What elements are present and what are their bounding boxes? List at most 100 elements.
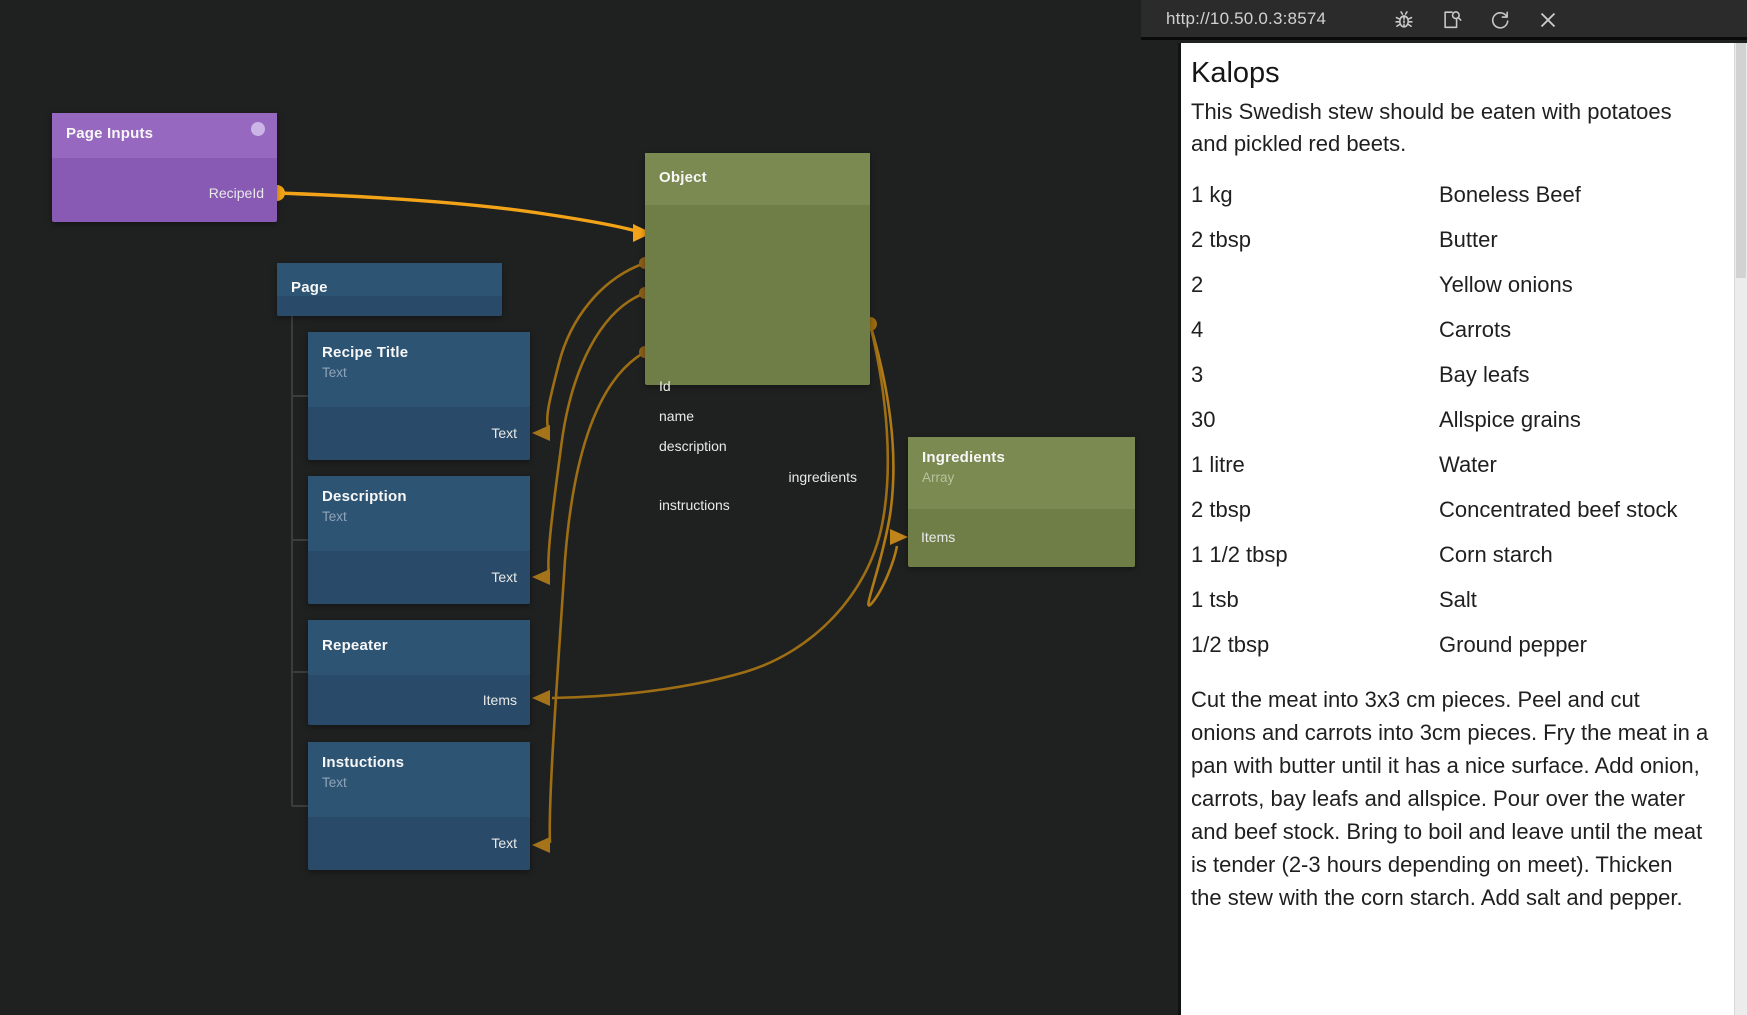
wire-name-to-recipetitle[interactable]: [545, 261, 646, 432]
ingredient-row: 3 Bay leafs: [1191, 352, 1709, 397]
ingredient-amount: 2 tbsp: [1191, 496, 1251, 522]
node-page-inputs-header: Page Inputs: [52, 113, 277, 158]
ingredient-name: Carrots: [1439, 316, 1512, 342]
node-body: Items: [908, 509, 1135, 567]
ingredient-name: Corn starch: [1439, 541, 1553, 567]
ingredient-row: 30 Allspice grains: [1191, 397, 1709, 442]
port-id-input[interactable]: Id: [659, 378, 671, 394]
debug-bug-icon[interactable]: [1393, 9, 1415, 31]
node-title: Page: [291, 279, 328, 296]
node-instuctions-header: Instuctions Text: [308, 742, 530, 817]
port-name[interactable]: name: [659, 408, 695, 424]
node-ingredients-header: Ingredients Array: [908, 437, 1135, 509]
port-items-input[interactable]: Items: [482, 692, 517, 708]
port-recipeid[interactable]: RecipeId: [208, 185, 264, 201]
node-recipe-title[interactable]: Recipe Title Text Text: [308, 332, 530, 460]
ingredient-name: Yellow onions: [1439, 271, 1573, 297]
ingredient-row: 1 litre Water: [1191, 442, 1709, 487]
recipe-instructions: Cut the meat into 3x3 cm pieces. Peel an…: [1191, 687, 1709, 910]
wire-recipeid-to-id[interactable]: [276, 191, 637, 233]
ingredient-name: Salt: [1439, 586, 1477, 612]
wire-ingredients-to-array[interactable]: [867, 323, 899, 607]
wire-ingredients-to-repeater[interactable]: [551, 323, 890, 700]
port-text-output[interactable]: Text: [491, 425, 517, 441]
ingredient-amount: 2 tbsp: [1191, 226, 1251, 252]
ingredient-name: Butter: [1439, 226, 1498, 252]
ingredient-amount: 3: [1191, 361, 1204, 387]
port-text-output[interactable]: Text: [491, 835, 517, 851]
ingredient-row: 2 tbsp Concentrated beef stock: [1191, 487, 1709, 532]
node-title: Page Inputs: [66, 125, 154, 142]
ingredient-row: 2 tbsp Butter: [1191, 217, 1709, 262]
ingredient-amount: 4: [1191, 316, 1204, 342]
node-ingredients-array[interactable]: Ingredients Array Items: [908, 437, 1135, 567]
preview-panel: Kalops This Swedish stew should be eaten…: [1178, 43, 1735, 1015]
node-subtitle: Text: [322, 775, 347, 790]
node-body: Text: [308, 551, 530, 604]
node-page-header: Page: [277, 263, 502, 296]
ingredient-amount: 1 litre: [1191, 451, 1245, 477]
port-items-input[interactable]: Items: [921, 529, 956, 545]
ingredient-name: Boneless Beef: [1439, 181, 1581, 207]
wire-instructions-to-instuctions[interactable]: [548, 350, 646, 844]
node-object[interactable]: Object Id name description ingredients i…: [645, 153, 870, 513]
node-status-dot: [251, 122, 265, 136]
recipe-title: Kalops: [1191, 57, 1280, 89]
port-instructions[interactable]: instructions: [659, 497, 730, 513]
ingredient-row: 2 Yellow onions: [1191, 262, 1709, 307]
port-ingredients-output[interactable]: ingredients: [788, 469, 858, 485]
preview-scrollbar[interactable]: [1734, 43, 1747, 1015]
ingredient-amount: 1 1/2 tbsp: [1191, 541, 1288, 567]
node-graph-canvas[interactable]: Page Inputs RecipeId Page Recipe Title T…: [0, 0, 1178, 1015]
ingredient-amount: 1 kg: [1191, 181, 1233, 207]
refresh-icon[interactable]: [1489, 9, 1511, 31]
port-text-output[interactable]: Text: [491, 569, 517, 585]
node-body: Items: [308, 675, 530, 725]
node-subtitle: Text: [322, 509, 347, 524]
close-icon[interactable]: [1537, 9, 1559, 31]
node-page[interactable]: Page: [277, 263, 502, 316]
ingredient-row: 4 Carrots: [1191, 307, 1709, 352]
ingredient-name: Ground pepper: [1439, 631, 1587, 657]
node-title: Repeater: [322, 637, 388, 654]
wire-description-to-description[interactable]: [547, 291, 646, 576]
ingredients-table: 1 kg Boneless Beef 2 tbsp Butter 2 Yello…: [1191, 172, 1709, 667]
url-text[interactable]: http://10.50.0.3:8574: [1166, 8, 1327, 28]
ingredient-name: Water: [1439, 451, 1497, 477]
node-title: Object: [659, 169, 707, 186]
recipe-description: This Swedish stew should be eaten with p…: [1191, 99, 1672, 156]
port-description[interactable]: description: [659, 438, 727, 454]
ingredient-name: Bay leafs: [1439, 361, 1530, 387]
node-subtitle: Text: [322, 365, 347, 380]
node-title: Ingredients: [922, 449, 1006, 466]
ingredient-amount: 1/2 tbsp: [1191, 631, 1270, 657]
node-subtitle: Array: [922, 470, 955, 485]
inspect-page-icon[interactable]: [1441, 9, 1463, 31]
ingredient-amount: 2: [1191, 271, 1204, 297]
ingredient-row: 1 kg Boneless Beef: [1191, 172, 1709, 217]
ingredient-amount: 30: [1191, 406, 1216, 432]
ingredient-name: Allspice grains: [1439, 406, 1581, 432]
node-instuctions[interactable]: Instuctions Text Text: [308, 742, 530, 870]
ingredient-row: 1/2 tbsp Ground pepper: [1191, 622, 1709, 667]
node-title: Instuctions: [322, 754, 405, 771]
node-page-inputs[interactable]: Page Inputs RecipeId: [52, 113, 277, 222]
node-body: Text: [308, 817, 530, 870]
ingredient-row: 1 tsb Salt: [1191, 577, 1709, 622]
ingredient-row: 1 1/2 tbsp Corn starch: [1191, 532, 1709, 577]
node-object-header: Object: [645, 153, 870, 205]
node-repeater[interactable]: Repeater Items: [308, 620, 530, 725]
node-recipe-title-header: Recipe Title Text: [308, 332, 530, 407]
node-repeater-header: Repeater: [308, 620, 530, 675]
node-title: Recipe Title: [322, 344, 409, 361]
preview-toolbar-icons: [1393, 0, 1559, 40]
preview-url-bar: http://10.50.0.3:8574: [1141, 0, 1747, 40]
recipe-page: Kalops This Swedish stew should be eaten…: [1181, 43, 1719, 914]
node-title: Description: [322, 488, 407, 505]
node-description[interactable]: Description Text Text: [308, 476, 530, 604]
node-body: Text: [308, 407, 530, 460]
ingredient-name: Concentrated beef stock: [1439, 496, 1678, 522]
scrollbar-thumb[interactable]: [1736, 43, 1746, 278]
node-description-header: Description Text: [308, 476, 530, 551]
